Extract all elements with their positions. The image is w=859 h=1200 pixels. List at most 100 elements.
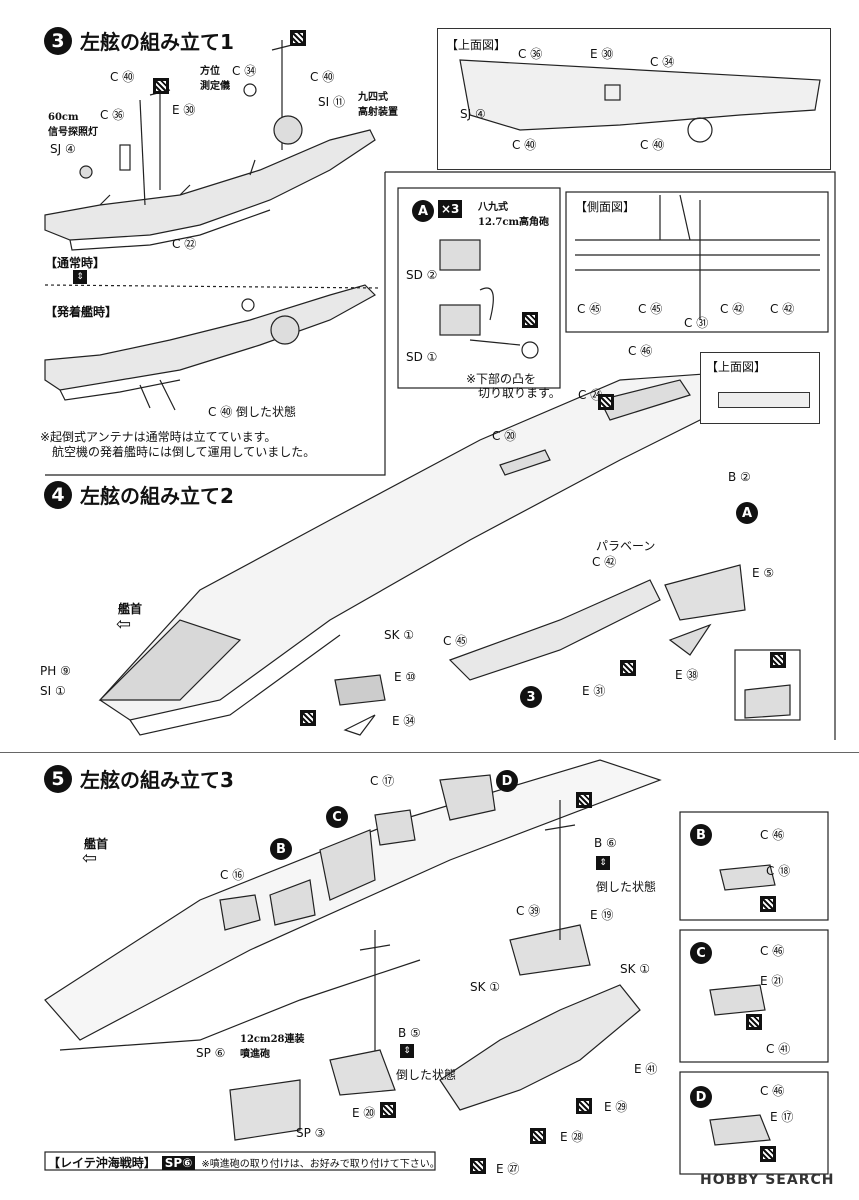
subD-c46: C ㊻ <box>760 1084 785 1098</box>
footer-note: ※噴進砲の取り付けは、お好みで取り付けて下さい。 <box>201 1159 440 1170</box>
arrow-left-icon: ⇦ <box>82 848 98 869</box>
step5-title: 左舷の組み立て3 <box>80 768 234 792</box>
section-divider <box>0 752 859 753</box>
subA-note: ※下部の凸を 切り取ります。 <box>466 372 561 400</box>
subD-letter: D <box>690 1086 712 1108</box>
label-launch: 【発着艦時】 <box>45 305 118 319</box>
subA-name: 八九式 12.7cm高角砲 <box>478 202 550 228</box>
subA-sd1: SD ① <box>406 350 438 364</box>
glue-icon <box>746 1014 762 1030</box>
topview-part-shape <box>718 392 810 408</box>
label-c24: C ㉔ <box>578 388 603 402</box>
subassembly-b-marker: B <box>270 838 292 860</box>
label-normal: 【通常時】 <box>45 256 106 270</box>
label-e19: E ⑲ <box>590 908 614 922</box>
sideview-c45: C ㊺ <box>577 302 602 316</box>
label-ph9: PH ⑨ <box>40 664 71 678</box>
step4-number: 4 <box>44 480 72 509</box>
label-sk1-b: SK ① <box>620 962 651 976</box>
step3-note: ※起倒式アンテナは通常時は立てています。 航空機の発着艦時には倒して運用していま… <box>40 430 316 459</box>
label-signal-lamp: 60cm 信号探照灯 <box>48 112 98 138</box>
label-c40-b: C ㊵ <box>310 70 335 84</box>
topview-sj4: SJ ④ <box>460 107 486 121</box>
label-sk1-a: SK ① <box>470 980 501 994</box>
glue-icon <box>598 394 614 410</box>
glue-icon <box>760 896 776 912</box>
glue-icon <box>770 652 786 668</box>
topview-box <box>437 28 831 170</box>
glue-icon <box>620 660 636 676</box>
subA-letter: A <box>412 200 434 222</box>
label-c45: C ㊺ <box>443 634 468 648</box>
label-houi: 方位 測定儀 <box>200 66 230 92</box>
label-b5: B ⑤ <box>398 1026 421 1040</box>
label-bow-5: 艦首 <box>84 837 109 851</box>
label-e29: E ㉙ <box>604 1100 628 1114</box>
sideview-c45-b: C ㊺ <box>638 302 663 316</box>
sideview-c42: C ㊷ <box>720 302 745 316</box>
step5-number: 5 <box>44 764 72 793</box>
label-e10: E ⑩ <box>394 670 417 684</box>
subA-header: A ×3 <box>412 200 463 222</box>
subA-sd2: SD ② <box>406 268 438 282</box>
subA-times: ×3 <box>438 200 463 218</box>
glue-icon <box>470 1158 486 1174</box>
label-c46: C ㊻ <box>628 344 653 358</box>
label-parabane: パラベーン <box>596 539 656 553</box>
arrow-updown-icon: ⇕ <box>73 270 87 284</box>
arrow-left-icon: ⇦ <box>116 614 132 635</box>
label-sp6: SP ⑥ <box>196 1046 226 1060</box>
label-b6: B ⑥ <box>594 836 617 850</box>
label-sp3: SP ③ <box>296 1126 326 1140</box>
topview-c36: C ㊱ <box>518 47 543 61</box>
subassembly-3-marker: 3 <box>520 686 542 708</box>
glue-icon <box>576 792 592 808</box>
label-b2: B ② <box>728 470 751 484</box>
label-si1: SI ① <box>40 684 66 698</box>
glue-icon <box>300 710 316 726</box>
label-e27: E ㉗ <box>496 1162 520 1176</box>
label-e30: E ㉚ <box>172 103 196 117</box>
label-si11: SI ⑪ <box>318 95 345 109</box>
label-c40-folded: C ㊵ 倒した状態 <box>208 405 297 419</box>
label-rocket: 12cm28連装 噴進砲 <box>240 1034 305 1060</box>
subB-c18: C ⑱ <box>766 864 791 878</box>
label-bow: 艦首 <box>118 602 143 616</box>
subC-letter: C <box>690 942 712 964</box>
subD-e17: E ⑰ <box>770 1110 794 1124</box>
label-c40: C ㊵ <box>110 70 135 84</box>
label-c20: C ⑳ <box>492 429 517 443</box>
glue-icon <box>380 1102 396 1118</box>
subB-c46: C ㊻ <box>760 828 785 842</box>
arrow-updown-icon: ⇕ <box>596 856 610 870</box>
footer-tag: 【レイテ沖海戦時】 <box>48 1156 156 1170</box>
label-c36: C ㊱ <box>100 108 125 122</box>
glue-icon <box>153 78 169 94</box>
topview-e30: E ㉚ <box>590 47 614 61</box>
glue-icon <box>522 312 538 328</box>
glue-icon <box>760 1146 776 1162</box>
step3-header: 3 左舷の組み立て1 <box>44 26 234 55</box>
glue-icon <box>290 30 306 46</box>
step4-topview-title: 【上面図】 <box>706 360 767 374</box>
watermark: HOBBY SEARCH <box>700 1172 835 1188</box>
footer-note-box: 【レイテ沖海戦時】 SP⑥ ※噴進砲の取り付けは、お好みで取り付けて下さい。 <box>48 1154 440 1171</box>
sideview-c31: C ㉛ <box>684 316 709 330</box>
label-b6-state: 倒した状態 <box>596 880 657 894</box>
step5-header: 5 左舷の組み立て3 <box>44 764 234 793</box>
topview-c34: C ㉞ <box>650 55 675 69</box>
label-sj4: SJ ④ <box>50 142 76 156</box>
label-c39: C ㊴ <box>516 904 541 918</box>
topview-title: 【上面図】 <box>446 38 507 52</box>
label-c34: C ㉞ <box>232 64 257 78</box>
label-c42: C ㊷ <box>592 555 617 569</box>
label-sk1: SK ① <box>384 628 415 642</box>
arrow-updown-icon: ⇕ <box>400 1044 414 1058</box>
label-kyuyon: 九四式 高射装置 <box>358 92 398 118</box>
label-c22: C ㉒ <box>172 237 197 251</box>
step4-header: 4 左舷の組み立て2 <box>44 480 234 509</box>
glue-icon <box>576 1098 592 1114</box>
label-c16: C ⑯ <box>220 868 245 882</box>
subassembly-a-marker: A <box>736 502 758 524</box>
